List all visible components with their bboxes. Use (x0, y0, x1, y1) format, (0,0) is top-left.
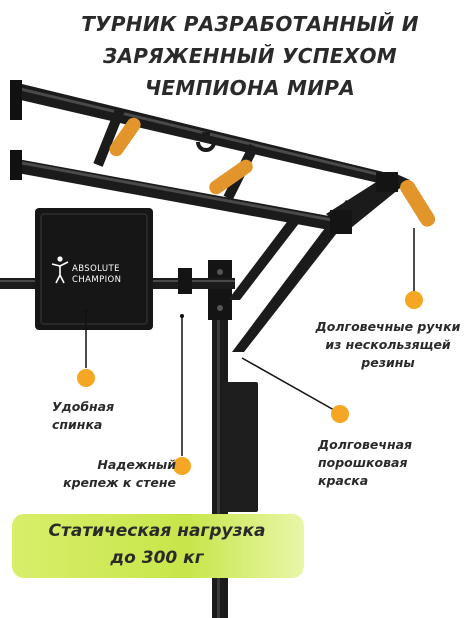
headline-line-1: ТУРНИК РАЗРАБОТАННЫЙ И (81, 12, 419, 36)
mount-clamp (178, 268, 192, 294)
load-banner (12, 514, 304, 578)
support-brace (232, 200, 358, 352)
callout-handles: Долговечные ручки из нескользящей резины (315, 319, 461, 370)
callout-mount: Надежный крепеж к стене (63, 457, 176, 490)
brand-logo-icon (51, 256, 69, 284)
headline-line-3: ЧЕМПИОНА МИРА (144, 76, 356, 100)
brand-logo-text: ABSOLUTE CHAMPION (72, 264, 122, 285)
callout-dot-handles (405, 291, 423, 309)
callout-back: Удобная спинка (52, 399, 115, 432)
callout-dot-paint (331, 405, 349, 423)
post-back-pad (222, 382, 258, 512)
headline: ТУРНИК РАЗРАБОТАННЫЙ И ЗАРЯЖЕННЫЙ УСПЕХО… (40, 8, 460, 104)
callout-paint: Долговечная порошковая краска (318, 437, 413, 488)
grip-right (400, 179, 436, 227)
back-pad (35, 208, 153, 330)
callout-dot-mount (173, 457, 191, 475)
callout-dot-back (77, 369, 95, 387)
callout-line-paint (241, 357, 335, 411)
hanging-ring (196, 141, 216, 152)
grip-middle (209, 159, 253, 195)
load-banner-text: Статическая нагрузка до 300 кг (48, 521, 266, 568)
headline-line-2: ЗАРЯЖЕННЫЙ УСПЕХОМ (102, 44, 397, 68)
grip-left (109, 117, 141, 157)
